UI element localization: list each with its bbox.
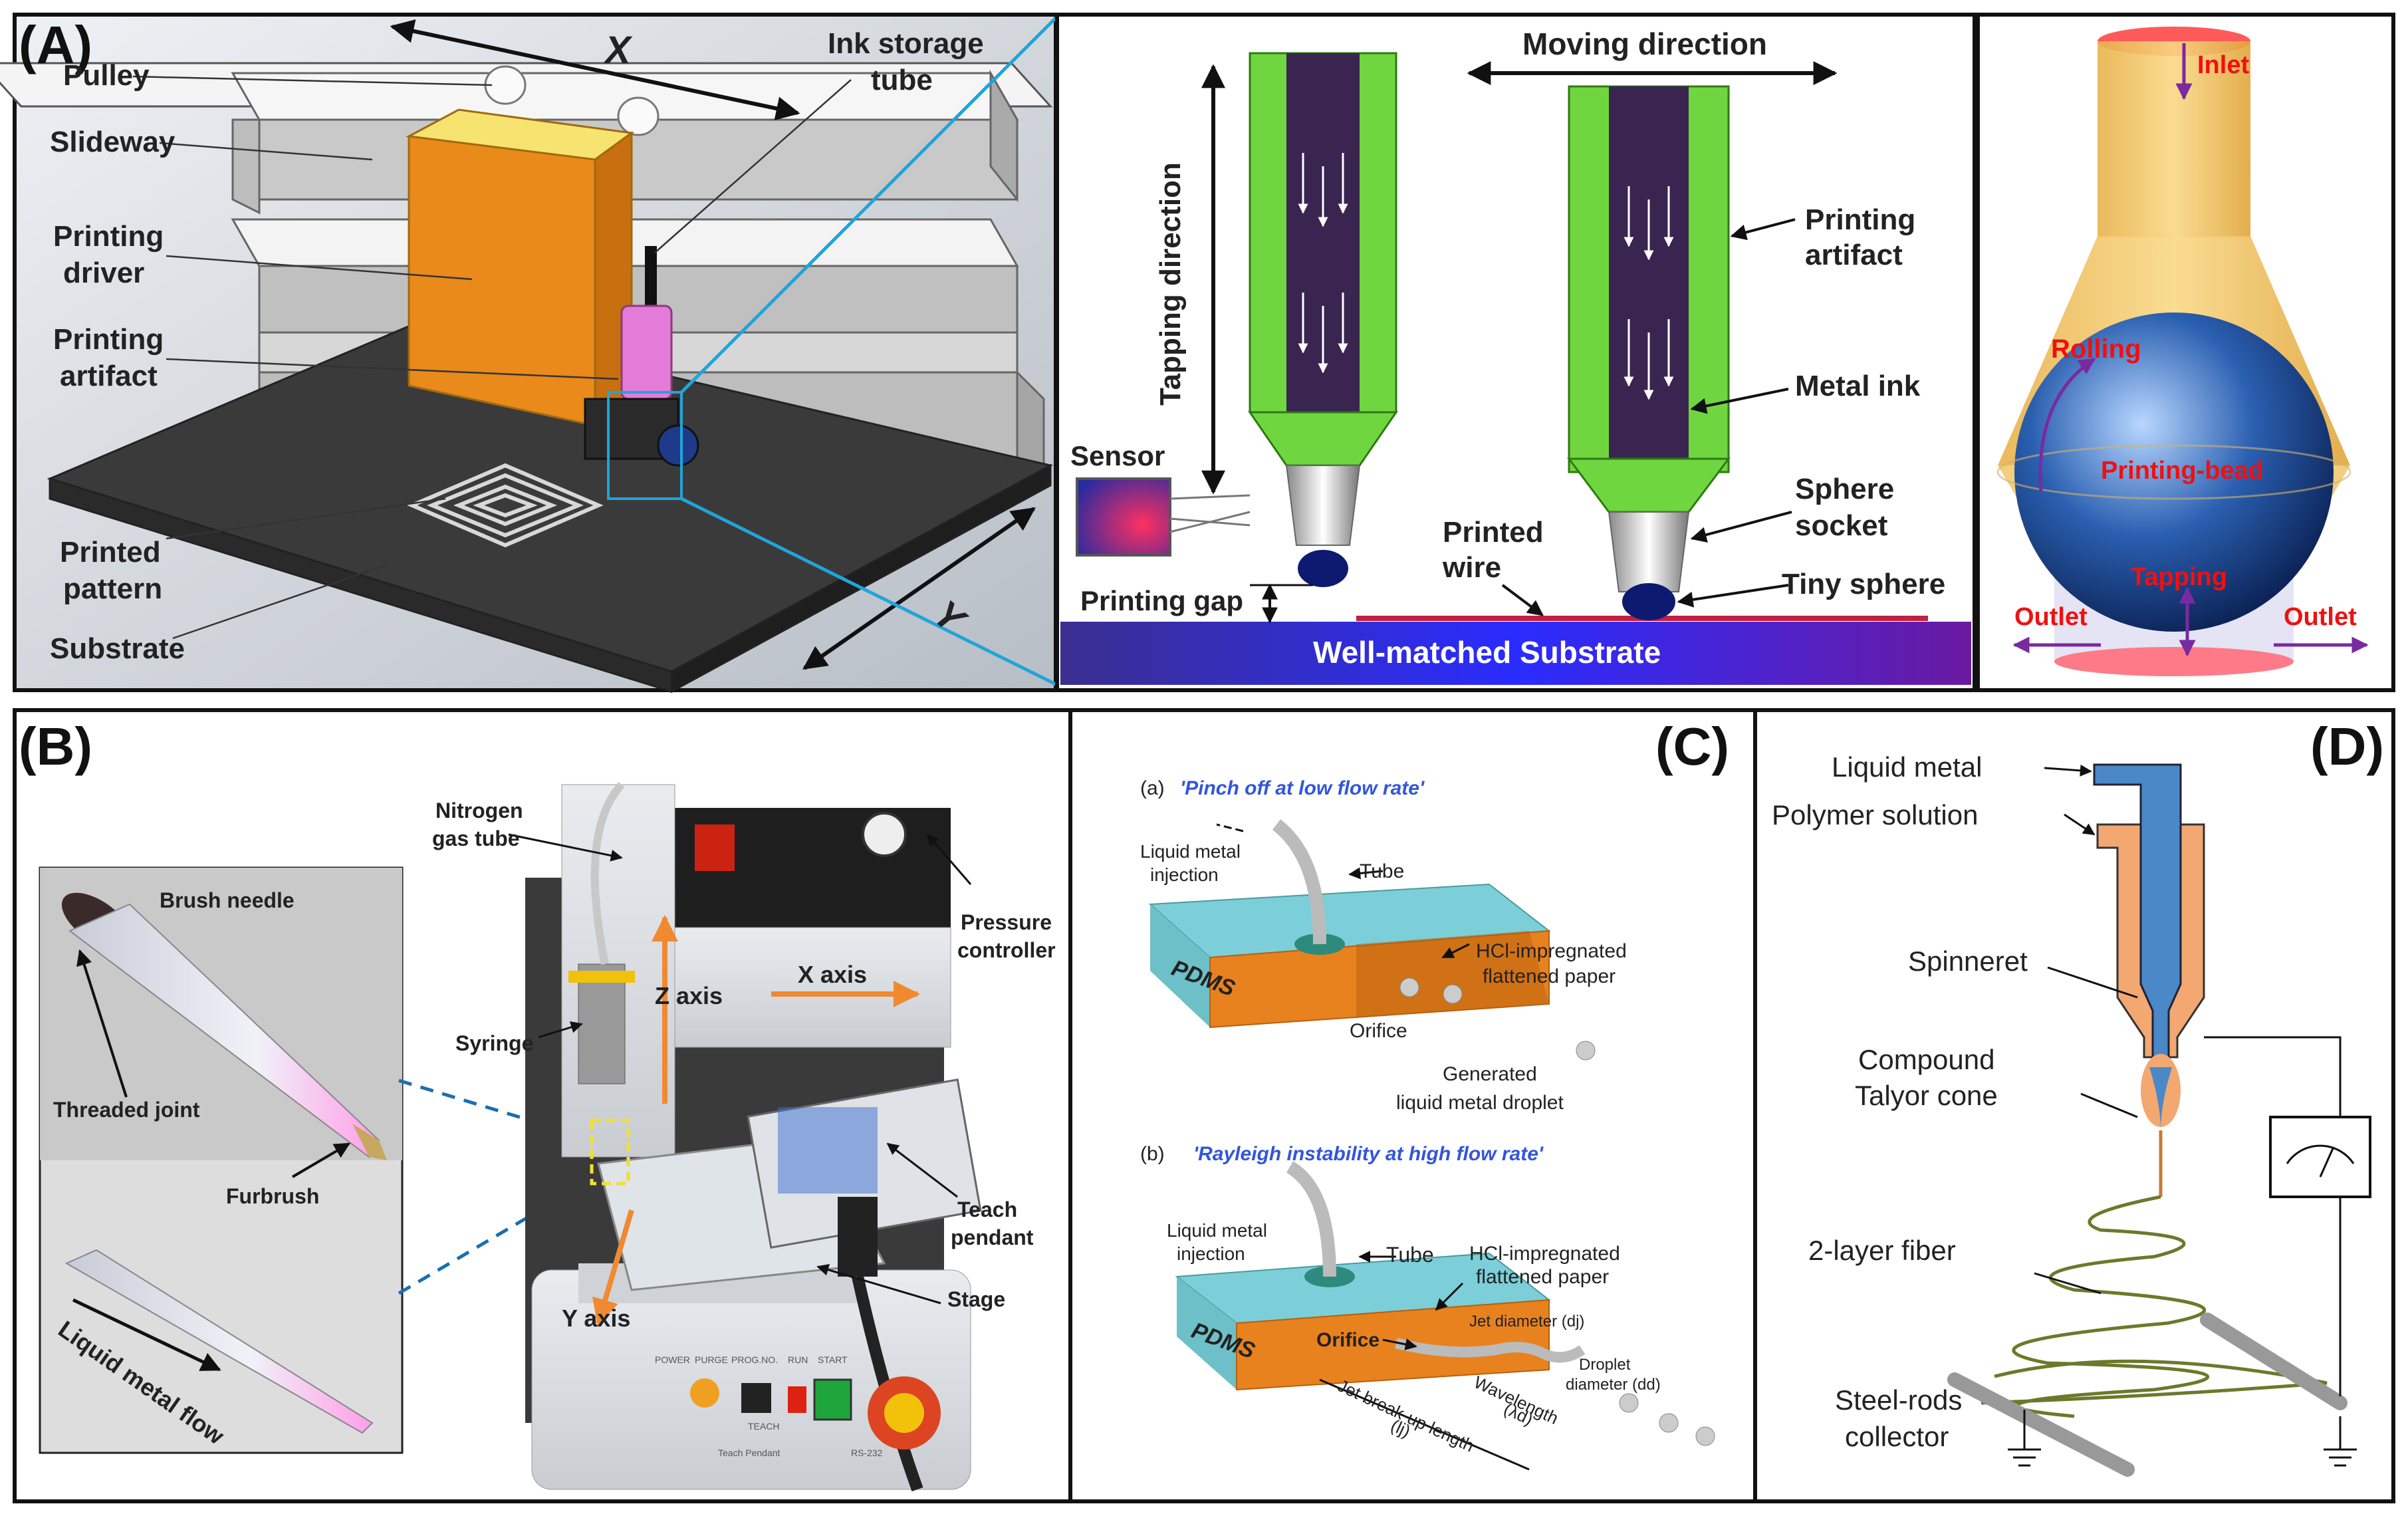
mid-printing-artifact-2: artifact (1805, 239, 1903, 271)
syringe-label: Syringe (455, 1031, 533, 1055)
mid-printing-artifact-1: Printing (1805, 203, 1915, 236)
printing-gap-label: Printing gap (1080, 585, 1243, 616)
prog-no-label: PROG.NO. (731, 1354, 778, 1365)
slideway-label: Slideway (50, 126, 176, 158)
printing-artifact-label-2: artifact (60, 360, 158, 392)
pulley-label: Pulley (63, 59, 150, 92)
printed-pattern-label-2: pattern (63, 572, 162, 605)
teach-pendant-label-1: Teach (957, 1198, 1017, 1221)
outlet-right-label: Outlet (2284, 603, 2357, 631)
substrate-band-label: Well-matched Substrate (1313, 635, 1661, 670)
c-droplet-1: Droplet (1579, 1356, 1631, 1374)
c-tube-b: Tube (1386, 1243, 1434, 1267)
c-tube-a: Tube (1360, 860, 1404, 882)
nitrogen-label-2: gas tube (432, 826, 520, 850)
teach-pendant-small-label: Teach Pendant (718, 1448, 781, 1458)
d-collector-1: Steel-rods (1835, 1384, 1962, 1416)
c-orifice-b: Orifice (1316, 1329, 1380, 1351)
printing-artifact-label-1: Printing (53, 323, 164, 356)
printing-bead-label: Printing-bead (2101, 457, 2264, 485)
panel-d-illustration (1753, 708, 2395, 1503)
tapping-direction-label: Tapping direction (1154, 162, 1187, 406)
printed-pattern-label-1: Printed (60, 536, 161, 568)
c-injection-b-1: Liquid metal (1167, 1220, 1267, 1241)
c-a-tag: (a) (1140, 777, 1165, 799)
panel-b-label: (B) (19, 717, 92, 776)
panel-b-illustration (13, 708, 1072, 1503)
sensor-label: Sensor (1070, 440, 1165, 471)
pressure-label-2: controller (957, 938, 1056, 962)
c-injection-a-2: injection (1150, 864, 1219, 885)
c-hcl-a-2: flattened paper (1483, 965, 1616, 987)
c-jet-diameter: Jet diameter (dj) (1469, 1313, 1584, 1330)
d-polymer: Polymer solution (1772, 799, 1978, 830)
nitrogen-label-1: Nitrogen (435, 799, 523, 822)
c-b-title: 'Rayleigh instability at high flow rate' (1193, 1143, 1544, 1165)
c-orifice-a: Orifice (1350, 1020, 1407, 1042)
sphere-socket-label-2: socket (1795, 509, 1888, 542)
c-hcl-b-1: HCl-impregnated (1469, 1243, 1620, 1265)
x-axis-label: X axis (798, 961, 867, 988)
ink-tube-label-2: tube (871, 64, 933, 96)
inlet-label: Inlet (2197, 51, 2249, 79)
z-axis-label: Z axis (655, 982, 723, 1009)
teach-pendant-label-2: pendant (951, 1225, 1034, 1249)
purge-label: PURGE (695, 1354, 728, 1365)
d-collector-2: collector (1845, 1421, 1949, 1452)
ink-tube-label-1: Ink storage (828, 27, 984, 60)
y-axis-label: Y axis (562, 1305, 630, 1332)
stage-label: Stage (947, 1287, 1005, 1311)
c-hcl-b-2: flattened paper (1476, 1266, 1609, 1288)
printed-wire-label-2: wire (1442, 551, 1501, 584)
rolling-label: Rolling (2051, 334, 2141, 364)
printed-wire-label-1: Printed (1443, 516, 1544, 549)
c-generated-1: Generated (1443, 1063, 1537, 1085)
tiny-sphere-label: Tiny sphere (1782, 568, 1945, 600)
c-a-title: 'Pinch off at low flow rate' (1180, 777, 1425, 799)
outlet-left-label: Outlet (2014, 603, 2088, 631)
d-liquid-metal: Liquid metal (1832, 751, 1982, 783)
machine-button-labels: POWER PURGE PROG.NO. RUN START TEACH Tea… (655, 1354, 883, 1458)
c-b-tag: (b) (1140, 1143, 1165, 1165)
rs232-label: RS-232 (851, 1448, 883, 1458)
pressure-label-1: Pressure (961, 910, 1052, 934)
brush-needle-label: Brush needle (160, 888, 295, 912)
furbrush-label: Furbrush (226, 1184, 319, 1208)
metal-ink-label: Metal ink (1795, 370, 1921, 402)
run-label: RUN (788, 1354, 808, 1365)
panel-c-label: (C) (1655, 717, 1729, 776)
substrate-label: Substrate (50, 632, 185, 665)
c-droplet-2: diameter (dd) (1566, 1376, 1661, 1394)
start-label: START (818, 1354, 848, 1365)
panel-a-label: (A) (19, 15, 92, 74)
c-generated-2: liquid metal droplet (1396, 1092, 1564, 1114)
moving-direction-label: Moving direction (1522, 27, 1767, 61)
d-compound-2: Talyor cone (1855, 1080, 1998, 1111)
printing-driver-label-2: driver (63, 257, 144, 289)
teach-small-label: TEACH (748, 1421, 779, 1432)
power-label: POWER (655, 1354, 690, 1365)
c-hcl-a-1: HCl-impregnated (1476, 940, 1627, 962)
panel-a-bead (1976, 13, 2395, 692)
panel-a-schematic (1055, 13, 1977, 692)
c-injection-b-2: injection (1177, 1243, 1245, 1264)
axis-x-label: X (603, 29, 633, 72)
c-injection-a-1: Liquid metal (1140, 841, 1241, 862)
d-fiber: 2-layer fiber (1808, 1235, 1956, 1266)
panel-a-illustration (0, 13, 1058, 694)
tapping-label: Tapping (2131, 563, 2227, 591)
d-compound-1: Compound (1858, 1044, 1994, 1075)
panel-c-illustration (1068, 708, 1757, 1503)
sphere-socket-label-1: Sphere (1795, 473, 1894, 505)
panel-d-label: (D) (2310, 717, 2384, 776)
printing-driver-label-1: Printing (53, 220, 164, 253)
d-spinneret: Spinneret (1908, 946, 2028, 977)
threaded-joint-label: Threaded joint (53, 1098, 200, 1122)
